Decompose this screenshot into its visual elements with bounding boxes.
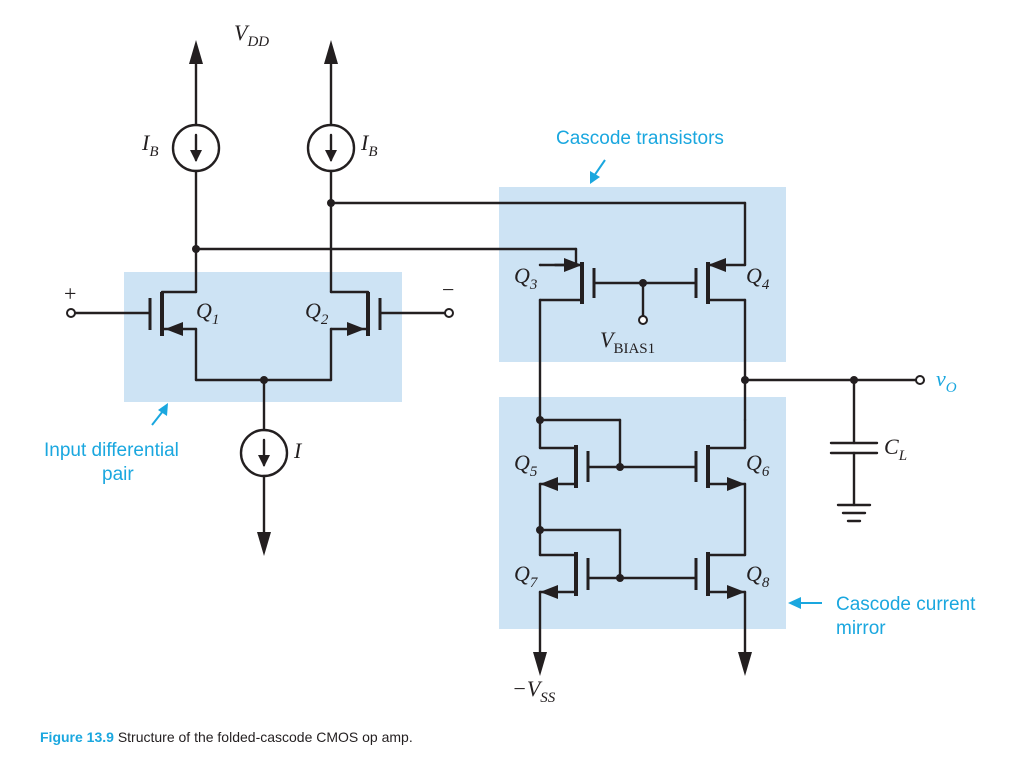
figure-caption: Figure 13.9 Structure of the folded-casc… bbox=[40, 729, 413, 745]
minus-input-terminal bbox=[444, 308, 454, 318]
vbias-terminal bbox=[638, 315, 648, 325]
vss-label: −VSS bbox=[512, 676, 556, 706]
vdd-arrow-right bbox=[324, 40, 338, 64]
figure-caption-text: Structure of the folded-cascode CMOS op … bbox=[117, 729, 413, 745]
q2-label: Q2 bbox=[305, 298, 329, 328]
q3-label: Q3 bbox=[514, 263, 537, 293]
cl-label: CL bbox=[884, 434, 907, 464]
cascode-transistors-callout: Cascode transistors bbox=[556, 128, 724, 149]
figure-number: Figure 13.9 bbox=[40, 729, 114, 745]
q8-label: Q8 bbox=[746, 561, 770, 591]
vdd-label: VDD bbox=[234, 20, 269, 50]
plus-input-terminal bbox=[66, 308, 76, 318]
ib-left-label: IB bbox=[141, 130, 159, 160]
q4-label: Q4 bbox=[746, 263, 770, 293]
ib-right-label: IB bbox=[360, 130, 378, 160]
folded-cascode-schematic: VDD IB IB I + − Q1 Q2 Q3 Q4 Q5 Q6 Q7 Q8 … bbox=[44, 20, 976, 706]
mirror-callout-line2: mirror bbox=[836, 618, 886, 639]
cascode-transistors-highlight bbox=[499, 187, 786, 362]
vo-terminal bbox=[915, 375, 925, 385]
plus-label: + bbox=[64, 281, 76, 306]
vdd-arrow-left bbox=[189, 40, 203, 64]
q7-label: Q7 bbox=[514, 561, 539, 591]
q1-label: Q1 bbox=[196, 298, 219, 328]
input-pair-callout-line1: Input differential bbox=[44, 440, 179, 461]
vbias-label: VBIAS1 bbox=[600, 327, 655, 357]
input-pair-callout-line2: pair bbox=[102, 464, 134, 485]
cascode-mirror-highlight bbox=[499, 397, 786, 629]
mirror-callout-line1: Cascode current bbox=[836, 594, 976, 615]
q6-label: Q6 bbox=[746, 450, 770, 480]
vo-label: vO bbox=[936, 366, 957, 396]
cascode-callout-arrow bbox=[590, 171, 600, 184]
q5-label: Q5 bbox=[514, 450, 538, 480]
mirror-callout-arrow bbox=[788, 597, 801, 609]
vss-arrow-right bbox=[738, 652, 752, 676]
tail-arrow-down bbox=[257, 532, 271, 556]
vss-arrow-left bbox=[533, 652, 547, 676]
i-tail-label: I bbox=[293, 438, 303, 463]
minus-label: − bbox=[442, 277, 454, 302]
input-pair-callout-arrow bbox=[158, 403, 168, 416]
